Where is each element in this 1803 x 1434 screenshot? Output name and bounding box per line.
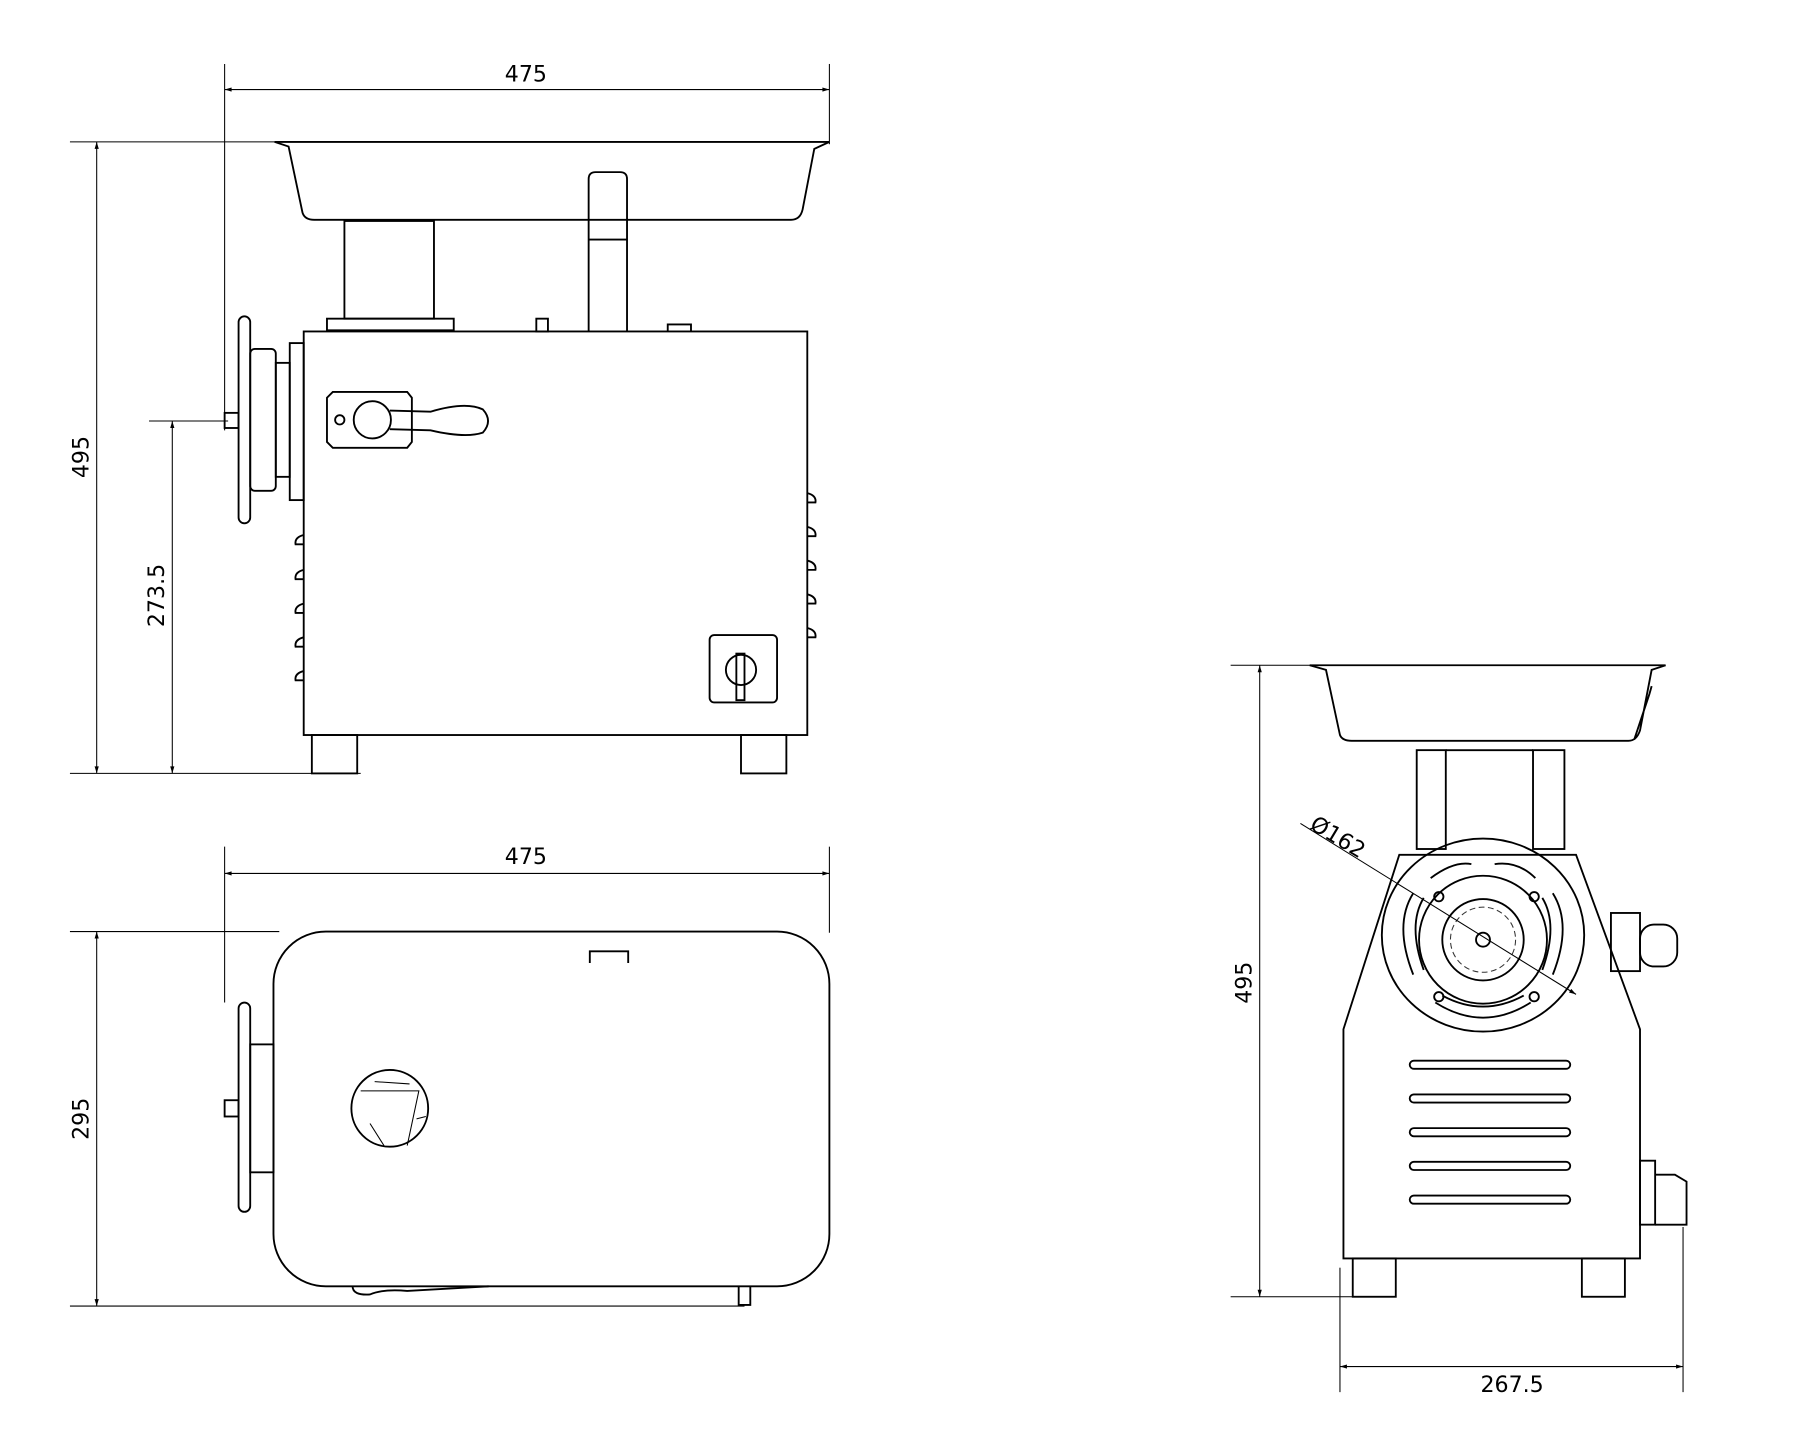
lever-outline [351,1285,752,1306]
neck-right [1532,749,1566,850]
neck-left [1415,749,1447,850]
pusher-handle [587,171,628,332]
dimension-label: 273.5 [144,564,170,627]
dimension-outlet-height: 273.5 [144,420,229,774]
foot [1351,1257,1397,1298]
top-view: 475 295 [69,844,831,1307]
front-vents [1408,1059,1572,1205]
feed-neck [343,220,435,320]
dimension-height: 495 [1230,664,1396,1298]
rotary-switch [708,634,778,704]
dimension-label: Ø162 [1305,811,1369,864]
dimension-length: 475 [224,844,830,1003]
drive-shaft [1610,912,1679,973]
side-view: 475 495 273.5 [69,61,830,775]
foot [740,734,788,775]
top-screw [666,323,692,332]
screw-hole-icon [334,414,346,426]
hopper-opening [350,1069,430,1148]
side-vents [294,492,817,682]
locking-lever [326,391,489,449]
dimension-label: 295 [69,1098,95,1140]
top-knob [535,317,549,333]
hopper-tray [274,140,830,221]
dimension-width: 475 [224,61,830,431]
dimension-label: 495 [69,436,95,478]
bracket [588,950,630,963]
neck-collar [326,317,455,332]
grinder-head [223,315,305,525]
motor-body [302,330,809,736]
dimension-width: 267.5 [1339,1226,1684,1398]
foot [1580,1257,1626,1298]
dimension-label: 495 [1232,962,1258,1004]
hopper-tray [1309,664,1666,742]
dimension-height: 495 [69,141,361,774]
motor-body [1342,853,1641,1260]
mincing-plate [1441,898,1525,982]
body-outline [272,930,831,1288]
foot [310,734,359,775]
dimension-depth: 295 [69,931,745,1307]
dimension-label: 475 [505,844,547,870]
dimension-label: 267.5 [1480,1372,1543,1398]
grinder-head [1380,837,1586,1033]
dimension-label: 475 [505,61,547,87]
front-view: 495 267.5 Ø162 [1230,664,1688,1398]
grinder-head [223,1001,275,1213]
power-plug [1639,1159,1688,1226]
